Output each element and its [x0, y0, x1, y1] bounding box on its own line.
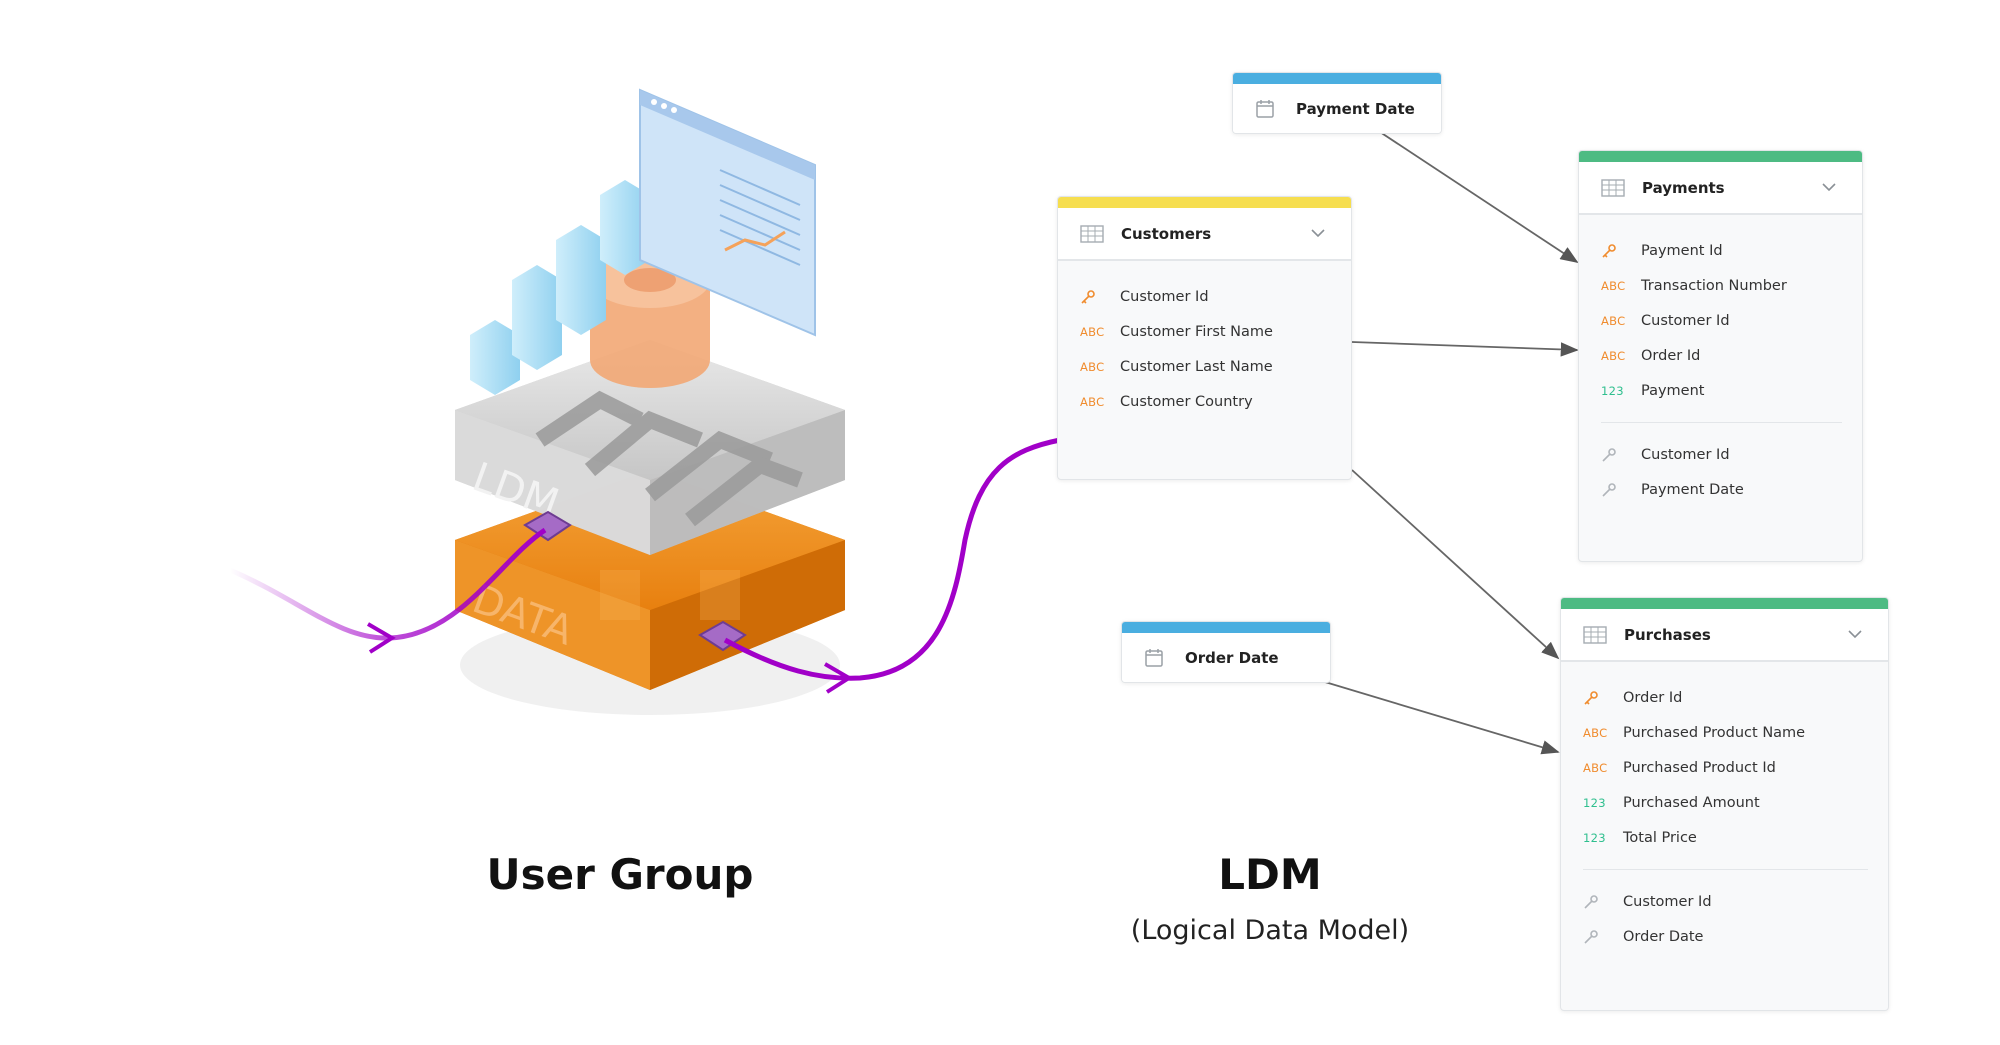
- field-row[interactable]: Payment Id: [1579, 233, 1862, 268]
- order-date-card[interactable]: Order Date: [1121, 621, 1331, 683]
- reference-row[interactable]: Customer Id: [1561, 884, 1888, 919]
- field-row[interactable]: ABC Customer First Name: [1058, 314, 1351, 349]
- text-type-badge: ABC: [1080, 359, 1105, 374]
- field-row[interactable]: 123 Payment: [1579, 373, 1862, 408]
- relation-orderdate-purchases: [1324, 681, 1560, 755]
- data-flow-out: [723, 437, 1061, 681]
- card-accent-bar: [1233, 73, 1441, 84]
- key-icon: [1080, 289, 1114, 305]
- field-label: Payment: [1641, 382, 1705, 399]
- relation-customers-purchases: [1351, 469, 1560, 660]
- number-type-badge: 123: [1583, 830, 1606, 845]
- field-label: Customer Id: [1120, 288, 1209, 305]
- field-label: Customer Id: [1623, 893, 1712, 910]
- customers-title: Customers: [1121, 224, 1212, 243]
- field-label: Purchased Product Id: [1623, 759, 1776, 776]
- text-type-badge: ABC: [1601, 278, 1626, 293]
- relation-customers-payments: [1351, 341, 1579, 357]
- chevron-down-icon[interactable]: [1844, 630, 1866, 639]
- ldm-layer: LDM: [455, 340, 845, 555]
- dashboard-window-icon: [639, 88, 816, 337]
- calendar-icon: [1255, 99, 1281, 119]
- text-type-badge: ABC: [1601, 348, 1626, 363]
- field-row[interactable]: ABC Customer Last Name: [1058, 349, 1351, 384]
- divider: [1601, 422, 1842, 423]
- field-label: Order Date: [1623, 928, 1704, 945]
- user-group-title: User Group: [486, 850, 754, 899]
- field-row[interactable]: ABC Order Id: [1579, 338, 1862, 373]
- purchases-title: Purchases: [1624, 625, 1711, 644]
- chevron-down-icon[interactable]: [1307, 229, 1329, 238]
- field-label: Customer Country: [1120, 393, 1253, 410]
- field-row[interactable]: 123 Total Price: [1561, 820, 1888, 855]
- field-row[interactable]: ABC Purchased Product Id: [1561, 750, 1888, 785]
- calendar-icon: [1144, 648, 1170, 668]
- reference-key-icon: [1583, 929, 1617, 945]
- chevron-down-icon[interactable]: [1818, 183, 1840, 192]
- ldm-title: LDM: [1218, 850, 1322, 899]
- payment-date-card[interactable]: Payment Date: [1232, 72, 1442, 134]
- divider: [1583, 869, 1868, 870]
- reference-key-icon: [1601, 447, 1635, 463]
- card-accent-bar: [1058, 197, 1351, 208]
- table-grid-icon: [1080, 224, 1106, 243]
- purchases-card[interactable]: Purchases Order Id ABC Purchased Product…: [1560, 597, 1889, 1011]
- field-label: Order Id: [1641, 347, 1701, 364]
- field-label: Customer First Name: [1120, 323, 1273, 340]
- field-row[interactable]: ABC Purchased Product Name: [1561, 715, 1888, 750]
- flow-arrow-out: [823, 662, 853, 694]
- key-icon: [1583, 690, 1617, 706]
- text-type-badge: ABC: [1583, 725, 1608, 740]
- card-accent-bar: [1579, 151, 1862, 162]
- field-label: Payment Id: [1641, 242, 1723, 259]
- text-type-badge: ABC: [1601, 313, 1626, 328]
- field-label: Purchased Product Name: [1623, 724, 1806, 741]
- field-label: Transaction Number: [1641, 277, 1787, 294]
- reference-row[interactable]: Order Date: [1561, 919, 1888, 954]
- reference-row[interactable]: Customer Id: [1579, 437, 1862, 472]
- payments-card[interactable]: Payments Payment Id ABC Transaction Numb…: [1578, 150, 1863, 562]
- field-row[interactable]: 123 Purchased Amount: [1561, 785, 1888, 820]
- reference-row[interactable]: Payment Date: [1579, 472, 1862, 507]
- customers-card[interactable]: Customers Customer Id ABC Customer First…: [1057, 196, 1352, 480]
- field-row[interactable]: Order Id: [1561, 680, 1888, 715]
- field-label: Purchased Amount: [1623, 794, 1760, 811]
- number-type-badge: 123: [1601, 383, 1624, 398]
- card-accent-bar: [1122, 622, 1330, 633]
- user-group-illustration: DATA LDM: [455, 88, 845, 715]
- field-label: Total Price: [1623, 829, 1697, 846]
- field-label: Customer Id: [1641, 446, 1730, 463]
- field-label: Payment Date: [1641, 481, 1744, 498]
- field-row[interactable]: ABC Transaction Number: [1579, 268, 1862, 303]
- field-row[interactable]: ABC Customer Id: [1579, 303, 1862, 338]
- order-date-title: Order Date: [1185, 649, 1279, 667]
- output-port-icon: [698, 620, 747, 652]
- card-accent-bar: [1561, 598, 1888, 609]
- field-row[interactable]: Customer Id: [1058, 279, 1351, 314]
- key-icon: [1601, 243, 1635, 259]
- text-type-badge: ABC: [1583, 760, 1608, 775]
- number-type-badge: 123: [1583, 795, 1606, 810]
- field-row[interactable]: ABC Customer Country: [1058, 384, 1351, 419]
- payments-title: Payments: [1642, 178, 1725, 197]
- bar-chart-icon: [470, 180, 650, 395]
- field-label: Order Id: [1623, 689, 1683, 706]
- flow-arrow-in: [366, 622, 396, 654]
- reference-key-icon: [1601, 482, 1635, 498]
- field-label: Customer Last Name: [1120, 358, 1273, 375]
- relationship-lines: [1324, 131, 1579, 755]
- payment-date-title: Payment Date: [1296, 100, 1415, 118]
- field-label: Customer Id: [1641, 312, 1730, 329]
- text-type-badge: ABC: [1080, 394, 1105, 409]
- text-type-badge: ABC: [1080, 324, 1105, 339]
- reference-key-icon: [1583, 894, 1617, 910]
- ldm-subtitle: (Logical Data Model): [1130, 915, 1410, 946]
- table-grid-icon: [1583, 625, 1609, 644]
- table-grid-icon: [1601, 178, 1627, 197]
- relation-paymentdate-payments: [1379, 131, 1579, 263]
